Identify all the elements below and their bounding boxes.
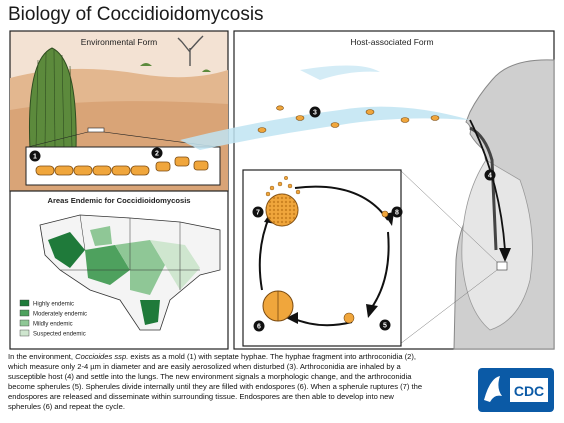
step-3: 3 [313,110,317,117]
endemic-map-panel: Areas Endemic for Coccidioidomycosis Hig… [9,190,229,350]
airborne-spores [257,105,440,133]
spherule-rupturing [265,175,301,227]
legend-suspected: Suspected endemic [33,332,86,338]
step-5: 5 [383,323,387,330]
environmental-panel: Environmental Form [9,30,229,192]
step-7: 7 [256,210,260,217]
host-label: Host-associated Form [350,37,433,47]
hyphae-chain [35,156,209,176]
caption-part-2: exists as a mold (1) with septate hyphae… [8,352,423,411]
host-panel: Host-associated Form [180,30,555,350]
page-title: Biology of Coccidioidomycosis [8,4,264,25]
inhalation-arrow [469,119,506,251]
hhs-eagle-icon [484,376,502,402]
legend-moderately: Moderately endemic [33,312,87,318]
caption-part-1: In the environment, [8,352,76,361]
legend-highly: Highly endemic [33,302,74,308]
map-legend: Highly endemic Moderately endemic Mildly… [19,299,87,338]
human-figure [453,59,555,350]
caption-species: Coccioides ssp. [75,352,129,361]
step-1: 1 [33,154,37,161]
environmental-label: Environmental Form [81,37,158,47]
step-8: 8 [395,210,399,217]
us-southwest-map [39,214,221,331]
cdc-logo-text: CDC [514,383,544,399]
cdc-logo: CDC [478,368,554,412]
airstream [180,106,470,150]
legend-mildly: Mildly endemic [33,322,73,328]
tree-icon [177,35,204,66]
caption: In the environment, Coccioides ssp. exis… [8,352,428,412]
step-6: 6 [257,324,261,331]
spherule-5 [343,312,355,324]
spherule-6 [262,290,294,322]
cactus-icon [29,47,77,151]
step-2: 2 [155,151,159,158]
spore-8 [381,210,389,218]
endemic-label: Areas Endemic for Coccidioidomycosis [47,196,190,205]
step-markers: 1 2 3 4 5 6 7 8 [29,106,496,332]
step-4: 4 [488,173,492,180]
